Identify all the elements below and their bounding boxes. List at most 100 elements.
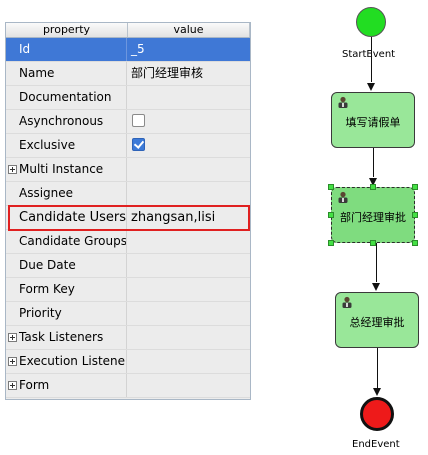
property-row[interactable]: Documentation — [6, 86, 250, 110]
property-value-cell[interactable] — [127, 326, 250, 349]
property-name: Priority — [19, 306, 62, 320]
unchecked-checkbox[interactable] — [132, 114, 145, 127]
selection-handle[interactable] — [328, 212, 334, 218]
end-event[interactable] — [360, 397, 394, 431]
connector[interactable] — [377, 348, 378, 388]
property-value-cell[interactable] — [127, 182, 250, 205]
property-name: Execution Listeners — [19, 354, 127, 368]
property-value: _5 — [131, 42, 145, 56]
property-name-cell: Documentation — [6, 86, 127, 109]
property-name: Exclusive — [19, 138, 76, 152]
task-fill-leave-form[interactable]: 填写请假单 — [331, 92, 415, 148]
property-row[interactable]: Form — [6, 374, 250, 398]
property-value-cell[interactable]: 部门经理审核 — [127, 62, 250, 85]
property-name: Candidate Groups — [19, 234, 127, 248]
task-gm-approval[interactable]: 总经理审批 — [335, 292, 419, 348]
user-icon — [342, 296, 352, 308]
property-name: Multi Instance — [19, 162, 104, 176]
property-value: 部门经理审核 — [131, 66, 204, 80]
property-row[interactable]: Multi Instance — [6, 158, 250, 182]
selection-handle[interactable] — [412, 240, 418, 246]
property-value-cell[interactable] — [127, 134, 250, 157]
property-name-cell: Candidate Groups — [6, 230, 127, 253]
property-name-cell: Execution Listeners — [6, 350, 127, 373]
property-name-cell: Candidate Users — [6, 206, 127, 229]
property-value-cell[interactable] — [127, 278, 250, 301]
property-name-cell: Form Key — [6, 278, 127, 301]
start-event[interactable] — [356, 7, 386, 37]
property-name: Assignee — [19, 186, 74, 200]
selection-handle[interactable] — [412, 184, 418, 190]
property-value-cell[interactable] — [127, 86, 250, 109]
property-value-cell[interactable] — [127, 374, 250, 397]
connector[interactable] — [373, 148, 374, 177]
task-dept-manager-approval[interactable]: 部门经理审批 — [331, 187, 415, 243]
grid-header: property value — [6, 23, 250, 38]
start-event-label: StartEvent — [342, 49, 396, 60]
property-name: Form Key — [19, 282, 75, 296]
property-name-cell: Task Listeners — [6, 326, 127, 349]
column-header-property[interactable]: property — [6, 23, 128, 37]
column-header-value[interactable]: value — [128, 23, 250, 37]
expand-plus-icon[interactable] — [8, 357, 17, 366]
property-row[interactable]: Exclusive — [6, 134, 250, 158]
checked-checkbox[interactable] — [132, 138, 145, 151]
property-name-cell: Exclusive — [6, 134, 127, 157]
task-label: 填写请假单 — [345, 116, 401, 129]
arrowhead — [372, 283, 380, 291]
property-name-cell: Asynchronous — [6, 110, 127, 133]
property-row[interactable]: Execution Listeners — [6, 350, 250, 374]
property-row[interactable]: Form Key — [6, 278, 250, 302]
property-name-cell: Multi Instance — [6, 158, 127, 181]
property-value-cell[interactable] — [127, 110, 250, 133]
process-diagram: StartEvent 填写请假单 部门经理审批 总经理审批 EndEvent — [260, 0, 428, 455]
property-value-cell[interactable]: zhangsan,lisi — [127, 206, 250, 229]
user-icon — [338, 96, 348, 108]
property-name-cell: Priority — [6, 302, 127, 325]
property-value-cell[interactable] — [127, 158, 250, 181]
property-name: Id — [19, 42, 31, 56]
property-value: zhangsan,lisi — [131, 210, 216, 225]
end-event-label: EndEvent — [352, 439, 400, 450]
property-row[interactable]: Candidate Users zhangsan,lisi — [6, 206, 250, 230]
property-value-cell[interactable] — [127, 254, 250, 277]
connector[interactable] — [376, 243, 377, 282]
property-value-cell[interactable] — [127, 302, 250, 325]
property-name: Due Date — [19, 258, 76, 272]
user-icon — [338, 191, 348, 203]
property-name: Asynchronous — [19, 114, 104, 128]
property-row[interactable]: Due Date — [6, 254, 250, 278]
selection-handle[interactable] — [412, 212, 418, 218]
property-name-cell: Form — [6, 374, 127, 397]
selection-handle[interactable] — [370, 184, 376, 190]
arrowhead — [367, 83, 375, 91]
arrowhead — [369, 178, 377, 186]
property-row[interactable]: Priority — [6, 302, 250, 326]
selection-handle[interactable] — [328, 240, 334, 246]
property-row[interactable]: Assignee — [6, 182, 250, 206]
task-label: 总经理审批 — [349, 316, 405, 329]
property-row[interactable]: Asynchronous — [6, 110, 250, 134]
property-name: Task Listeners — [19, 330, 104, 344]
property-name-cell: Name — [6, 62, 127, 85]
property-value-cell[interactable]: _5 — [127, 38, 250, 61]
connector[interactable] — [371, 37, 372, 82]
arrowhead — [373, 388, 381, 396]
property-row[interactable]: Candidate Groups — [6, 230, 250, 254]
property-value-cell[interactable] — [127, 350, 250, 373]
property-name-cell: Due Date — [6, 254, 127, 277]
property-name-cell: Id — [6, 38, 127, 61]
expand-plus-icon[interactable] — [8, 333, 17, 342]
task-label: 部门经理审批 — [340, 211, 406, 224]
property-row[interactable]: Id _5 — [6, 38, 250, 62]
property-value-cell[interactable] — [127, 230, 250, 253]
property-row[interactable]: Name 部门经理审核 — [6, 62, 250, 86]
property-name: Candidate Users — [19, 210, 126, 225]
selection-handle[interactable] — [328, 184, 334, 190]
selection-handle[interactable] — [370, 240, 376, 246]
property-row[interactable]: Task Listeners — [6, 326, 250, 350]
expand-plus-icon[interactable] — [8, 381, 17, 390]
expand-plus-icon[interactable] — [8, 165, 17, 174]
